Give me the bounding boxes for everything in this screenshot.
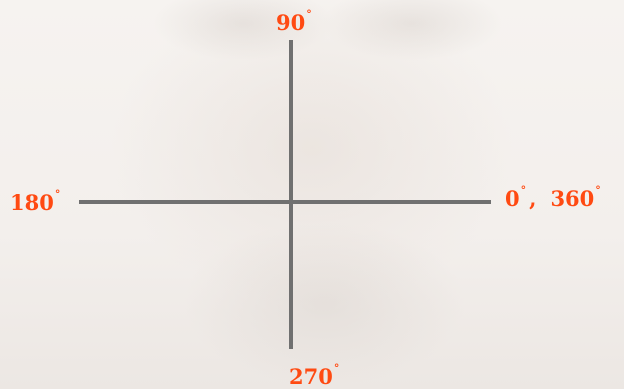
label-0-360-degrees: 0°,360° [505,188,601,209]
label-right-value: 0 [505,186,520,211]
label-bottom-value: 270 [289,364,333,389]
label-right-value-2: 360 [550,186,594,211]
degree-symbol: ° [595,184,601,197]
label-top-value: 90 [276,10,305,35]
degree-symbol: ° [521,184,527,197]
degree-symbol: ° [334,362,340,375]
label-separator: , [529,186,536,211]
label-left-value: 180 [10,190,54,215]
degree-symbol: ° [55,188,61,201]
label-90-degrees: 90° [276,12,312,33]
degree-symbol: ° [306,8,312,21]
label-180-degrees: 180° [10,192,60,213]
label-270-degrees: 270° [289,366,339,387]
